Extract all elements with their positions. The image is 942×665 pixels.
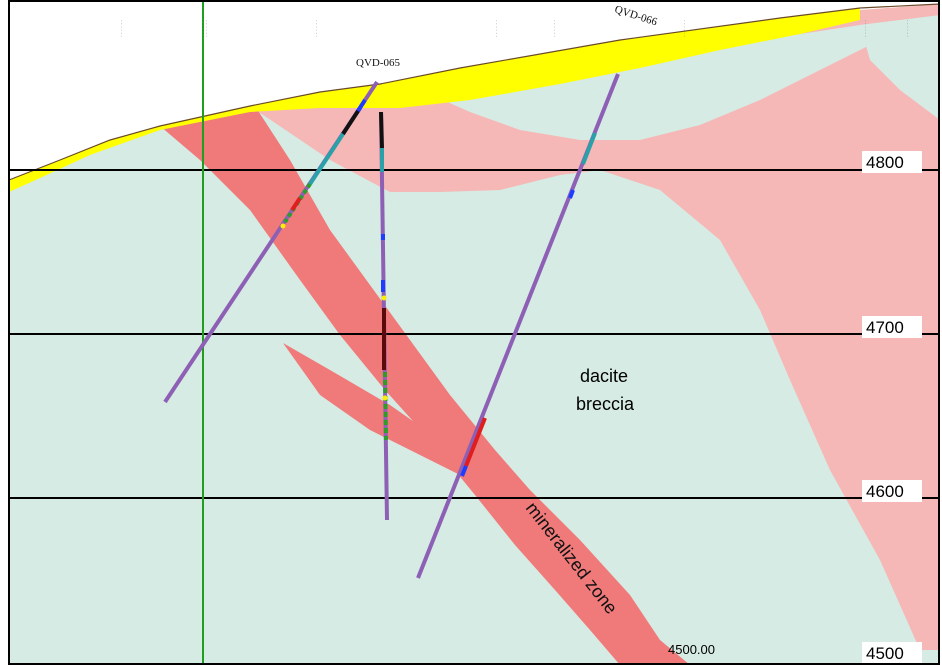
- section-frame: [8, 0, 940, 665]
- breccia-label: breccia: [576, 394, 635, 414]
- top-coordinate-ticks: · · · · · · · · · · · · · · · · · · · · …: [118, 20, 910, 37]
- drillhole-label-qvd065: QVD-065: [356, 57, 400, 69]
- top-tick-7: · · · · · ·: [862, 20, 868, 37]
- drillhole-qvd066-segment-red: [464, 417, 487, 467]
- top-tick-3: · · · · · ·: [313, 20, 319, 37]
- drillhole-qvd065-segment-blue: [356, 98, 367, 113]
- elevation-label-4800: 4800: [866, 153, 904, 172]
- drillhole-vertical-segment-green: [383, 371, 388, 441]
- drillhole-qvd065-marker-yellow: [280, 223, 286, 229]
- elevation-label-4700: 4700: [866, 318, 904, 337]
- depth-marker-label: 4500.00: [668, 642, 715, 657]
- breccia-halo-right: [250, 4, 940, 650]
- drillhole-qvd065-segment-black: [341, 106, 362, 136]
- drillhole-qvd066-segment-teal: [581, 132, 597, 165]
- topographic-surface: [8, 3, 941, 181]
- overburden-layer: [9, 8, 860, 192]
- top-tick-6: · · · · · ·: [681, 20, 687, 37]
- drillhole-qvd066-segment-blue: [568, 189, 575, 199]
- mineralized-zone-band: [160, 106, 690, 665]
- drillhole-qvd066-segment-blue2: [460, 465, 468, 477]
- elevation-label-4500: 4500: [866, 644, 904, 663]
- elevation-box-4700: [862, 316, 922, 338]
- top-tick-2: · · · · · ·: [203, 20, 209, 37]
- elevation-label-4600: 4600: [866, 482, 904, 501]
- dacite-lens-right: [860, 15, 940, 120]
- drillhole-vertical-marker-yellow2: [382, 395, 388, 401]
- drillhole-qvd065-segment-teal: [308, 132, 345, 186]
- drillhole-vertical-segment-black: [379, 111, 384, 149]
- drillhole-qvd065-segment-red: [290, 196, 302, 212]
- drillhole-vertical-marker-yellow1: [381, 295, 387, 301]
- elevation-box-4500: [862, 642, 922, 664]
- top-tick-8: · · · · · ·: [904, 20, 910, 37]
- elevation-box-4800: [862, 151, 922, 173]
- top-tick-4: · · · · · ·: [493, 20, 499, 37]
- top-tick-5: · · · · · ·: [551, 20, 557, 37]
- dacite-lens-upper: [420, 20, 900, 140]
- sky-area: [9, 0, 940, 180]
- dacite-label: dacite: [580, 366, 628, 386]
- elevation-box-4600: [862, 480, 922, 502]
- top-tick-1: · · · · · ·: [118, 20, 124, 37]
